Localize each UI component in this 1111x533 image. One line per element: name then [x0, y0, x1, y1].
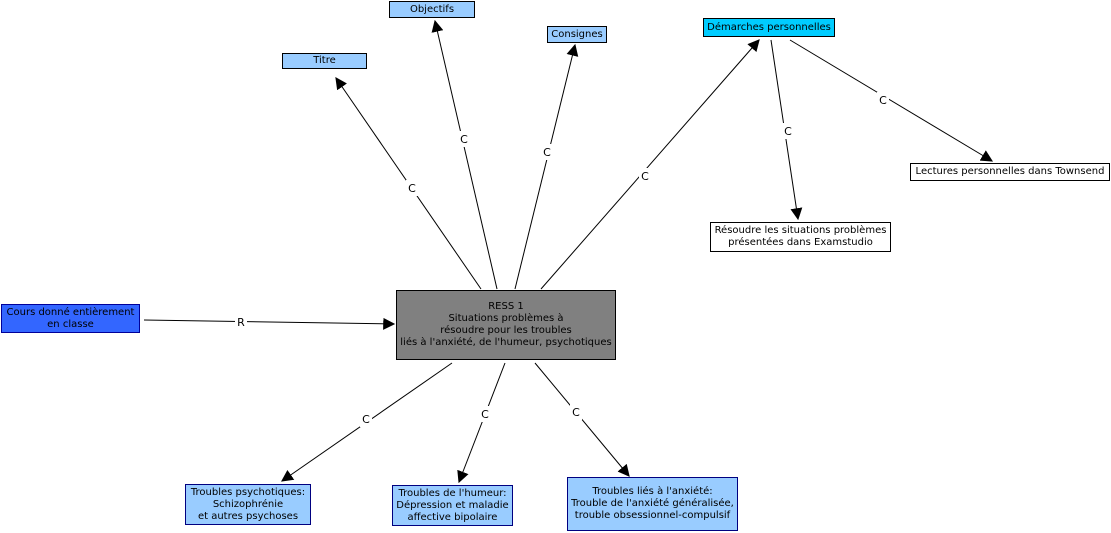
- edge-label-background: [877, 92, 889, 108]
- edge-label-background: [570, 404, 582, 420]
- edge-label: C: [543, 146, 551, 159]
- node-lectures-townsend[interactable]: Lectures personnelles dans Townsend: [910, 163, 1110, 181]
- edge-label-background: [639, 168, 651, 184]
- node-central-ress1[interactable]: RESS 1 Situations problèmes à résoudre p…: [396, 290, 616, 360]
- edge-central-to-demarches: [540, 39, 760, 290]
- node-cours-en-classe[interactable]: Cours donné entièrement en classe: [1, 304, 140, 333]
- edge-label: C: [572, 406, 580, 419]
- edge-label-background: [458, 131, 470, 147]
- node-demarches-personnelles[interactable]: Démarches personnelles: [703, 18, 835, 37]
- edge-central-to-consignes: [514, 43, 579, 290]
- edge-label: C: [481, 408, 489, 421]
- edge-central-to-objectifs: [431, 19, 498, 290]
- edge-label: C: [784, 125, 792, 138]
- node-troubles-psychotiques[interactable]: Troubles psychotiques: Schizophrénie et …: [185, 484, 311, 525]
- edge-label-background: [406, 180, 418, 196]
- edge-label: C: [460, 133, 468, 146]
- node-consignes[interactable]: Consignes: [547, 26, 607, 43]
- node-troubles-humeur[interactable]: Troubles de l'humeur: Dépression et mala…: [392, 485, 513, 526]
- edge-label: C: [408, 182, 416, 195]
- edge-demarches-to-lectures: [789, 39, 994, 162]
- edge-label: C: [879, 94, 887, 107]
- edge-label: C: [641, 170, 649, 183]
- node-objectifs[interactable]: Objectifs: [389, 1, 475, 18]
- node-troubles-anxiete[interactable]: Troubles liés à l'anxiété: Trouble de l'…: [567, 477, 738, 531]
- edge-label-background: [782, 123, 794, 139]
- edge-label-background: [479, 406, 491, 422]
- edge-label-background: [541, 144, 553, 160]
- edge-label-background: [235, 314, 247, 330]
- node-titre[interactable]: Titre: [282, 53, 367, 69]
- node-resoudre-examstudio[interactable]: Résoudre les situations problèmes présen…: [710, 222, 891, 252]
- edge-central-to-humeur: [457, 362, 506, 484]
- edge-label: R: [237, 316, 245, 329]
- edge-label: C: [362, 413, 370, 426]
- edge-cours-to-central: [143, 317, 396, 330]
- edge-label-background: [360, 411, 372, 427]
